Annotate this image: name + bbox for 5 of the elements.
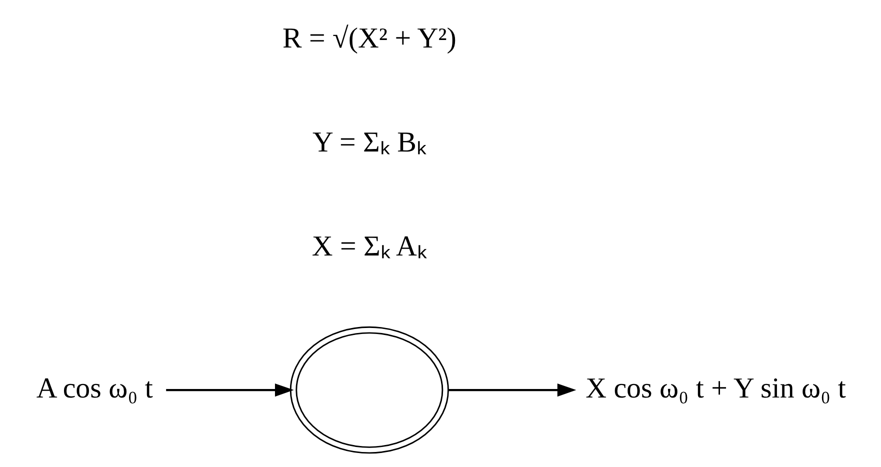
label: X = Σₖ Aₖ xyxy=(311,230,426,263)
label: R = √(X² + Y²) xyxy=(282,22,456,54)
label: Y = Σₖ Bₖ xyxy=(312,126,426,158)
node-text: X cos ω₀ t + Y sin ω₀ t xyxy=(585,372,846,404)
node-text: A cos ω₀ t xyxy=(36,372,152,404)
